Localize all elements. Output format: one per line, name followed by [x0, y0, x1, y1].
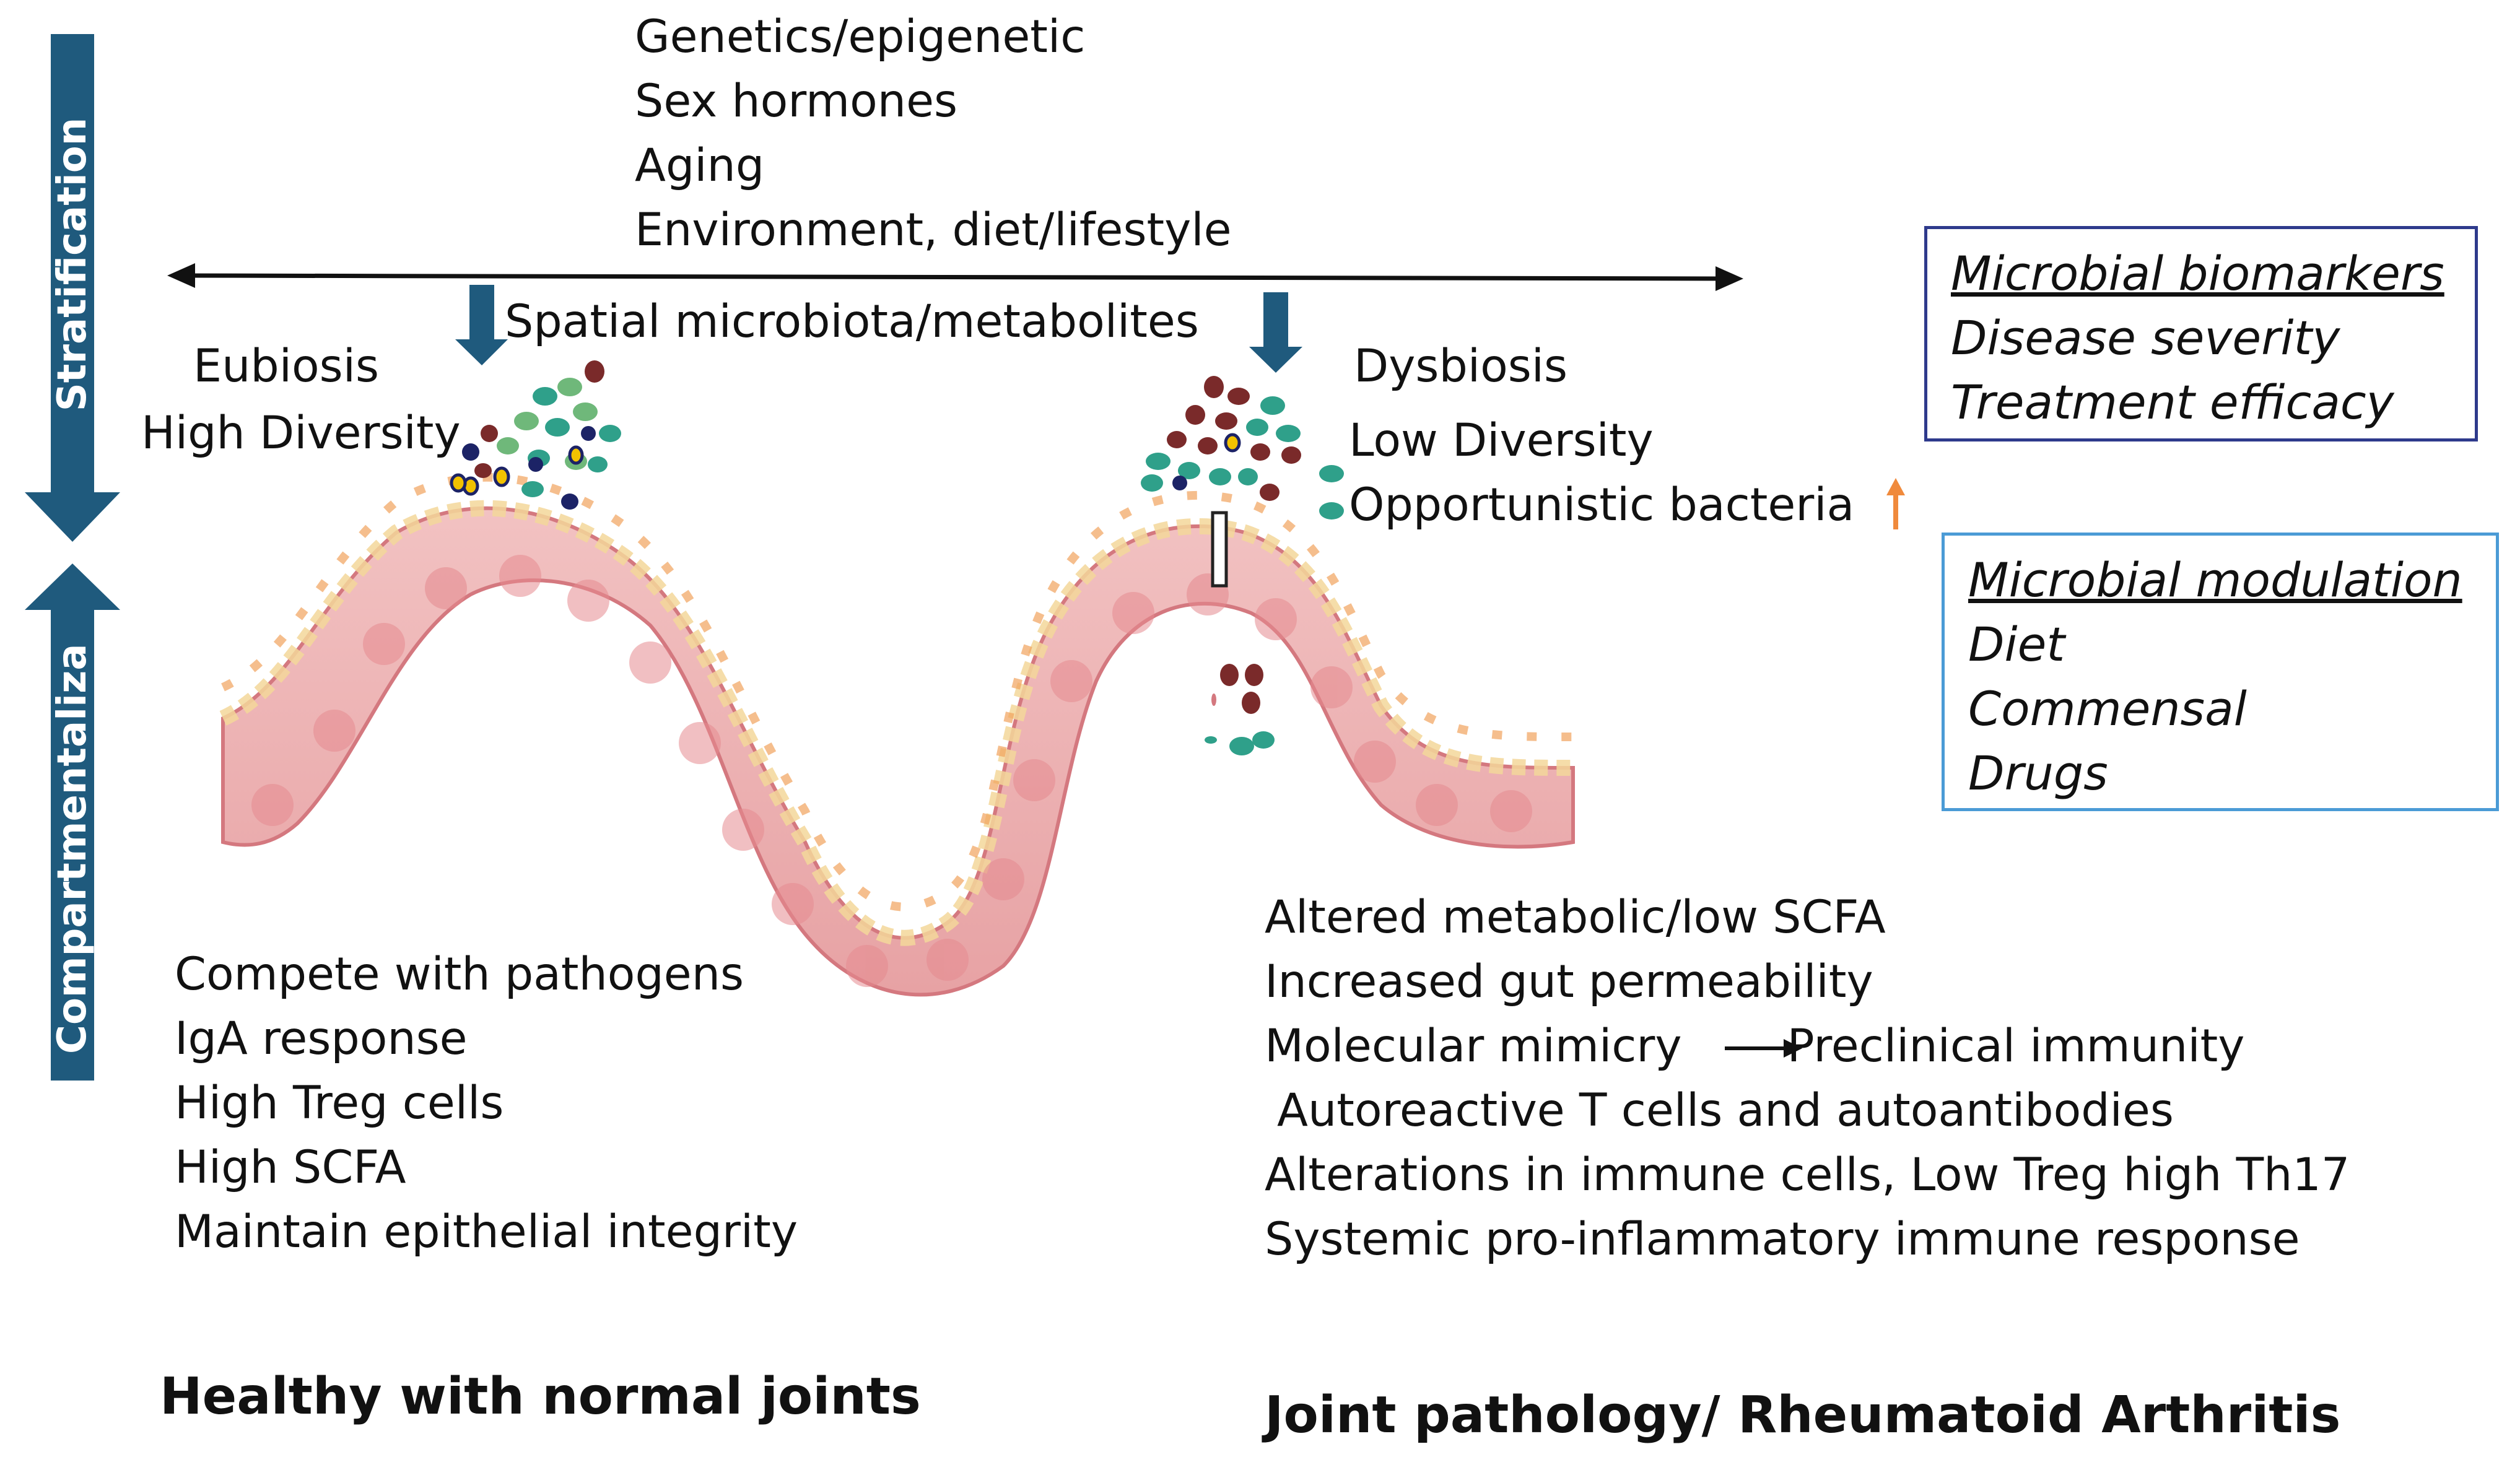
healthy-effect: Compete with pathogens	[175, 948, 744, 1001]
disease-effect: Increased gut permeability	[1265, 955, 1873, 1008]
stratification-arrow	[25, 34, 120, 542]
outcome-healthy: Healthy with normal joints	[160, 1367, 921, 1426]
down-arrow-left	[455, 285, 508, 365]
mimicry-arrow	[1725, 1039, 1802, 1058]
mimicry-text: Molecular mimicry	[1265, 1020, 1682, 1072]
healthy-effect: Maintain epithelial integrity	[175, 1206, 798, 1258]
dysbiosis-subtitle: Low Diversity	[1349, 414, 1654, 467]
modulation-item: Drugs	[1968, 746, 2108, 801]
factor-range-arrow	[167, 263, 1743, 291]
disease-effect: Alterations in immune cells, Low Treg hi…	[1265, 1149, 2350, 1201]
factors-list: Genetics/epigenetic Sex hormones Aging E…	[635, 5, 1232, 263]
outcome-disease: Joint pathology/ Rheumatoid Arthritis	[1265, 1386, 2341, 1445]
healthy-effect: High SCFA	[175, 1141, 406, 1194]
disease-effect: Systemic pro-inflammatory immune respons…	[1265, 1213, 2300, 1266]
modulation-item: Diet	[1968, 617, 2065, 672]
eubiosis-bacteria-cluster	[450, 360, 621, 510]
healthy-effects-list: Compete with pathogens IgA response High…	[175, 942, 798, 1264]
biomarker-item: Treatment efficacy	[1951, 375, 2394, 430]
spatial-label: Spatial microbiota/metabolites	[505, 295, 1199, 348]
biomarker-box: Microbial biomarkers Disease severity Tr…	[1924, 226, 2478, 441]
down-arrow-right	[1249, 292, 1302, 373]
factor-item: Genetics/epigenetic	[635, 11, 1086, 63]
disease-effects-list: Altered metabolic/low SCFA Increased gut…	[1265, 885, 2350, 1272]
gut-epithelium	[219, 472, 1575, 997]
modulation-item: Commensal	[1968, 681, 2247, 736]
modulation-box: Microbial modulation Diet Commensal Drug…	[1942, 533, 2499, 811]
biomarker-item: Disease severity	[1951, 310, 2340, 365]
healthy-effect: High Treg cells	[175, 1077, 504, 1129]
factor-item: Sex hormones	[635, 75, 958, 128]
biomarker-heading: Microbial biomarkers	[1951, 246, 2444, 301]
factor-item: Aging	[635, 139, 765, 192]
dysbiosis-bacteria-cluster	[1141, 376, 1344, 520]
compartmentalization-label: Compartmentaliza	[50, 643, 95, 1054]
disease-effect: Altered metabolic/low SCFA	[1265, 891, 1886, 944]
permeability-gap	[1211, 511, 1228, 588]
disease-effect: Autoreactive T cells and autoantibodies	[1277, 1084, 2174, 1137]
preclinical-text: Preclinical immunity	[1787, 1020, 2245, 1072]
modulation-heading: Microbial modulation	[1968, 552, 2462, 607]
compartmentalization-arrow	[25, 563, 120, 1081]
healthy-effect: IgA response	[175, 1012, 468, 1065]
translocated-bacteria	[1205, 664, 1275, 755]
dysbiosis-title: Dysbiosis	[1354, 340, 1568, 393]
disease-effect-mimicry: Molecular mimicry Preclinical immunity	[1265, 1014, 2350, 1079]
factor-item: Environment, diet/lifestyle	[635, 204, 1232, 256]
opportunistic-label: Opportunistic bacteria	[1349, 479, 1855, 531]
eubiosis-title: Eubiosis	[193, 340, 380, 393]
eubiosis-subtitle: High Diversity	[141, 407, 461, 459]
stratification-label: Stratification	[50, 117, 95, 412]
increase-arrow	[1886, 478, 1905, 529]
